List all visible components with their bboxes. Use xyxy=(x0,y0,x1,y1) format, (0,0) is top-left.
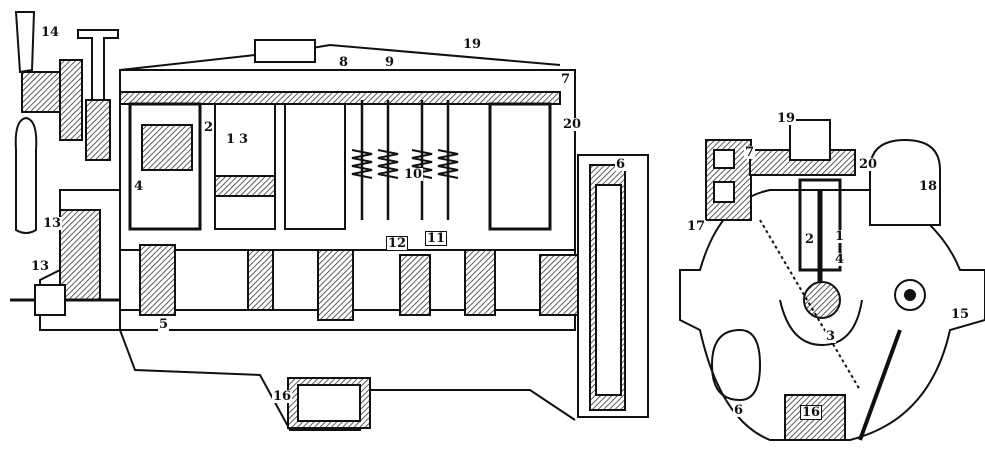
callout-5: 5 xyxy=(158,317,170,332)
side-view xyxy=(10,11,649,431)
front-callout-16: 16 xyxy=(800,405,823,420)
callout-7: 7 xyxy=(560,72,572,87)
callout-11: 11 xyxy=(425,231,448,246)
callout-1: 1 xyxy=(225,132,237,147)
front-callout-15: 15 xyxy=(950,307,971,322)
front-callout-7: 7 xyxy=(744,145,756,160)
callout-2: 2 xyxy=(203,120,215,135)
callout-10: 10 xyxy=(403,167,424,182)
front-view xyxy=(679,119,985,441)
front-callout-18: 18 xyxy=(918,179,939,194)
callout-12: 12 xyxy=(386,236,409,251)
callout-6: 6 xyxy=(615,157,627,172)
callout-13-upper: 13 xyxy=(42,216,63,231)
callout-3: 3 xyxy=(238,132,250,147)
front-callout-4: 4 xyxy=(834,252,846,267)
callout-14: 14 xyxy=(40,25,61,40)
callout-8: 8 xyxy=(338,55,350,70)
callout-20: 20 xyxy=(562,117,583,132)
front-callout-2: 2 xyxy=(804,232,816,247)
callout-9: 9 xyxy=(384,55,396,70)
front-callout-20: 20 xyxy=(858,157,879,172)
front-callout-19: 19 xyxy=(776,111,797,126)
callout-13-lower: 13 xyxy=(30,259,51,274)
callout-4: 4 xyxy=(133,179,145,194)
callout-16: 16 xyxy=(272,389,293,404)
front-callout-3: 3 xyxy=(825,329,837,344)
front-callout-1: 1 xyxy=(834,229,846,244)
callout-19: 19 xyxy=(462,37,483,52)
front-callout-17: 17 xyxy=(686,219,707,234)
front-callout-6: 6 xyxy=(733,403,745,418)
